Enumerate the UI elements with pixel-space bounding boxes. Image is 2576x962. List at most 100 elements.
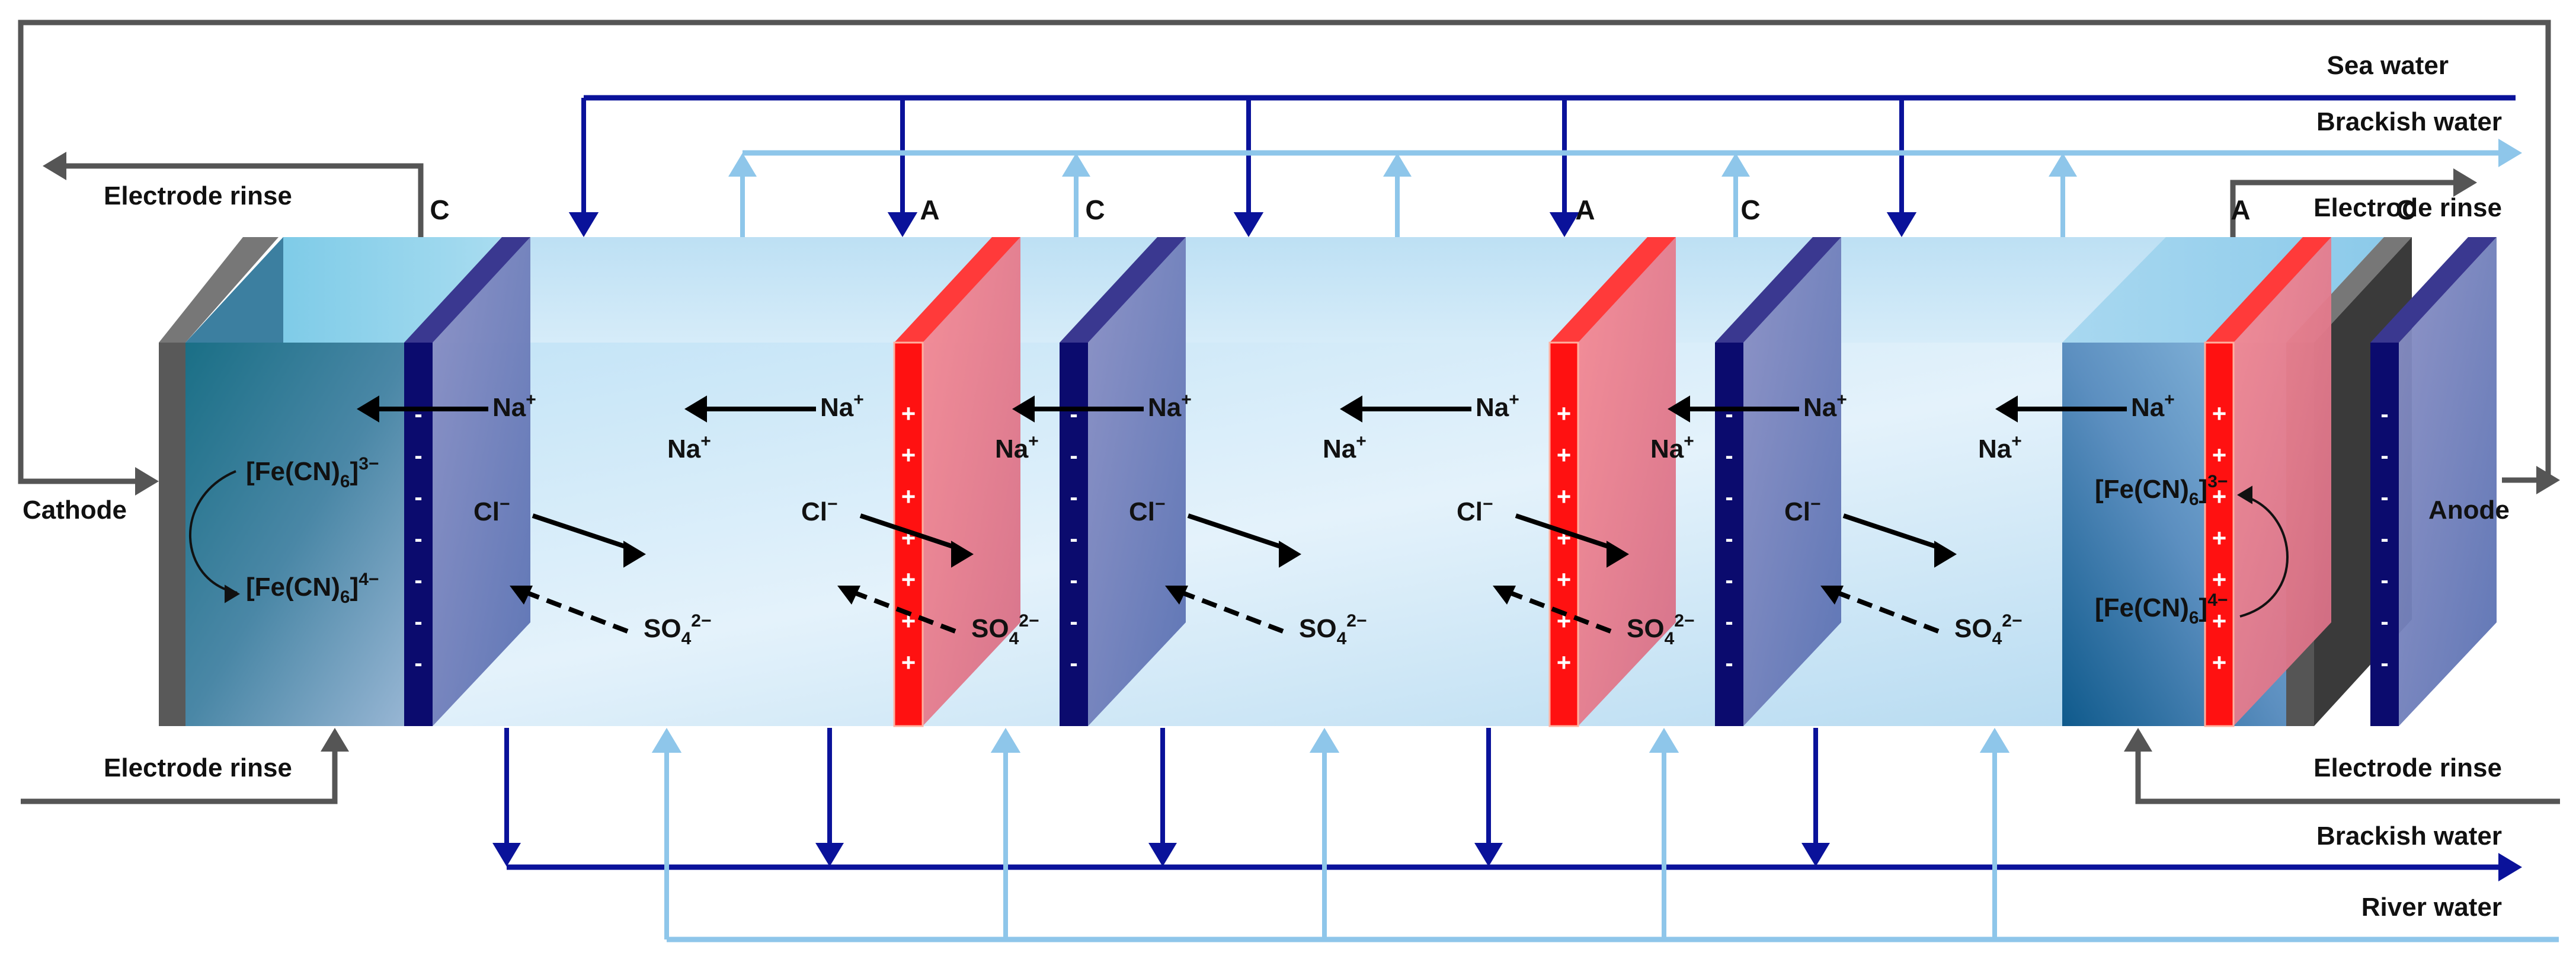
so4-ion-label: SO42− [1299, 611, 1367, 648]
na-ion-label: Na+ [1148, 390, 1192, 422]
diagram-labels: Sea water Brackish water Electrode rinse… [23, 51, 2510, 922]
brackish-top-riser-arrowhead [728, 153, 757, 177]
na-arrowhead [1340, 395, 1362, 423]
positive-charge: + [2212, 524, 2227, 552]
cation-membrane [404, 343, 433, 726]
cation-membrane-top [404, 237, 530, 343]
flow-lines [18, 20, 2560, 942]
negative-charge: - [1070, 443, 1077, 469]
na-ion-label: Na+ [1803, 390, 1847, 422]
electrode-rinse-right-inlet-arrowhead [2124, 728, 2152, 752]
negative-charge: - [1070, 526, 1077, 552]
negative-charge: - [1725, 567, 1733, 593]
brackish-top-riser-arrowhead [2049, 153, 2077, 177]
so4-arrowhead [837, 586, 860, 605]
negative-charge: - [1725, 484, 1733, 510]
cation-membrane [1060, 343, 1088, 726]
cathode-chamber-front [185, 343, 415, 726]
positive-charge: + [901, 482, 916, 510]
negative-charge: - [2380, 567, 2388, 593]
electrode-rinse-bottom-left-label: Electrode rinse [104, 753, 292, 782]
negative-charge: - [1070, 484, 1077, 510]
negative-charge: - [1725, 526, 1733, 552]
na-ion-label: Na+ [995, 432, 1039, 464]
positive-charge: + [2212, 607, 2227, 635]
negative-charge: - [1725, 401, 1733, 427]
membrane-type-label: C [1085, 194, 1105, 225]
cathode-label: Cathode [23, 496, 127, 525]
cl-transport-arrow [1187, 513, 1287, 551]
negative-charge: - [1070, 650, 1077, 676]
membrane-type-label: A [920, 194, 939, 225]
positive-charge: + [2212, 399, 2227, 427]
negative-charge: - [414, 650, 422, 676]
positive-charge: + [1557, 482, 1572, 510]
so4-ion-label: SO42− [1627, 611, 1694, 648]
na-ion-label: Na+ [1476, 390, 1519, 422]
anion-membrane-face [2233, 237, 2331, 726]
river-water-label: River water [2361, 893, 2502, 922]
sea-water-feed-arrowhead [1233, 212, 1264, 237]
river-water-feed-arrowhead [990, 728, 1021, 753]
negative-charge: - [1070, 401, 1077, 427]
so4-arrowhead [1820, 586, 1844, 605]
negative-charge: - [1725, 443, 1733, 469]
electrode-rinse-right-outlet-line [2230, 180, 2453, 237]
cl-ion-label: Cl− [473, 494, 510, 526]
cl-ion-label: Cl− [1457, 494, 1493, 526]
cl-arrowhead [1934, 541, 1957, 568]
brackish-bottom-drop-arrowhead [1148, 843, 1177, 867]
na-arrowhead [1995, 395, 2018, 423]
na-arrowhead [684, 395, 707, 423]
na-ion-label: Na+ [1323, 432, 1367, 464]
so4-transport-arrow [1509, 590, 1612, 634]
so4-ion-label: SO42− [1954, 611, 2022, 648]
so4-transport-arrow [526, 590, 629, 634]
sea-water-feed-arrowhead [1886, 212, 1917, 237]
positive-charge: + [2212, 648, 2227, 676]
electrode-rinse-outlet-line [65, 163, 424, 237]
membrane-type-label: C [1740, 194, 1760, 225]
electrode-rinse-cathode-arrowhead [135, 467, 159, 496]
electrode-rinse-right-inlet-line [2135, 752, 2560, 804]
river-water-feed-arrowhead [1979, 728, 2010, 753]
negative-charge: - [414, 484, 422, 510]
electrode-rinse-inlet-arrowhead [321, 728, 349, 752]
brackish-water-bottom-label: Brackish water [2316, 822, 2502, 851]
cathode-redox-arrow [188, 470, 238, 594]
negative-charge: - [2380, 650, 2388, 676]
negative-charge: - [414, 526, 422, 552]
membrane-stack: C-------A+++++++C-------A+++++++C-------… [404, 194, 2497, 727]
electrode-rinse-outlet-arrowhead [43, 152, 66, 180]
negative-charge: - [1070, 567, 1077, 593]
sea-water-feed-arrowhead [1549, 212, 1580, 237]
brackish-water-top-label: Brackish water [2316, 107, 2502, 136]
anode-label: Anode [2428, 496, 2510, 525]
negative-charge: - [1725, 650, 1733, 676]
na-arrowhead [1012, 395, 1035, 423]
river-water-feed-arrowhead [1309, 728, 1340, 753]
anode-redox-arrowhead [2237, 485, 2252, 504]
cl-transport-arrow [1515, 513, 1615, 551]
so4-arrowhead [1493, 586, 1516, 605]
na-ion-label: Na+ [667, 432, 711, 464]
positive-charge: + [901, 441, 916, 469]
cathode-electrode-front [159, 343, 185, 726]
brackish-bottom-drop-arrowhead [815, 843, 844, 867]
cation-membrane [2370, 343, 2399, 726]
fe3-cathode-label: [Fe(CN)6]3− [246, 454, 379, 491]
brackish-top-riser-arrowhead [1062, 153, 1090, 177]
cl-ion-label: Cl− [1784, 494, 1821, 526]
sea-water-feed-arrowhead [568, 212, 599, 237]
anion-membrane-face [923, 237, 1020, 726]
cl-arrowhead [1279, 541, 1301, 568]
so4-arrowhead [1165, 586, 1188, 605]
so4-ion-label: SO42− [644, 611, 711, 648]
anode-redox-arrow [2239, 496, 2289, 618]
negative-charge: - [414, 443, 422, 469]
river-water-feed-arrowhead [1649, 728, 1679, 753]
anion-membrane-top [894, 237, 1020, 343]
na-ion-label: Na+ [1978, 432, 2022, 464]
positive-charge: + [2212, 565, 2227, 593]
